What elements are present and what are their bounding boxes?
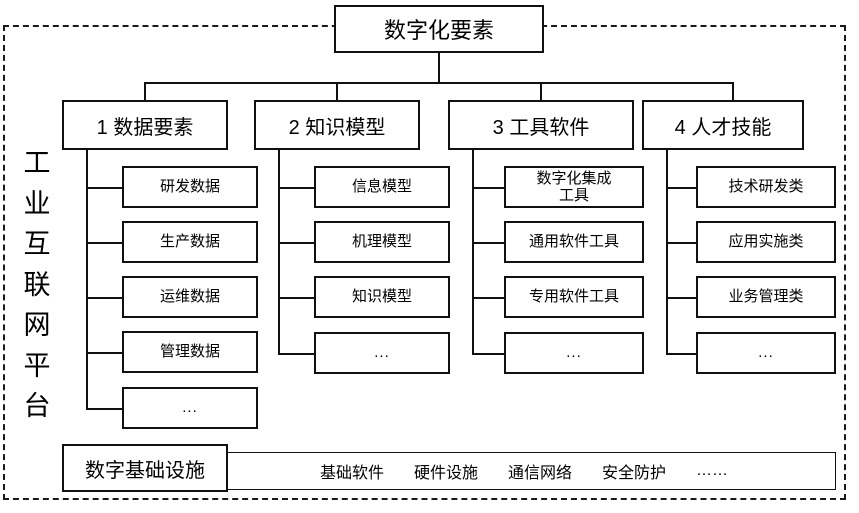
platform-label-char-3: 联: [23, 269, 51, 300]
category-node-1: 1 数据要素: [62, 100, 228, 150]
connector-spine-category-4: [666, 150, 668, 355]
connector-stub-3-1: [472, 187, 504, 189]
sub-node-1-4: 管理数据: [122, 331, 258, 373]
infrastructure-label-box: 数字基础设施: [62, 444, 228, 492]
sub-node-1-1: 研发数据: [122, 166, 258, 208]
root-node-digital-elements: 数字化要素: [334, 5, 544, 53]
platform-vertical-label: 工 业 互 联 网 平 台: [14, 150, 60, 420]
connector-spine-category-3: [472, 150, 474, 355]
connector-stub-4-2: [666, 242, 696, 244]
sub-node-2-2: 机理模型: [314, 221, 450, 263]
connector-stub-3-2: [472, 242, 504, 244]
connector-stub-1-3: [86, 297, 122, 299]
connector-stub-2-1: [278, 187, 314, 189]
sub-node-1-3: 运维数据: [122, 276, 258, 318]
platform-label-char-5: 平: [23, 350, 51, 381]
infrastructure-item-list: 基础软件 硬件设施 通信网络 安全防护 ……: [170, 459, 728, 483]
sub-node-2-4: ...: [314, 332, 450, 374]
connector-stub-1-2: [86, 242, 122, 244]
connector-drop-category-1: [144, 82, 146, 102]
infrastructure-item-4: ……: [696, 462, 729, 479]
connector-drop-category-3: [540, 82, 542, 102]
category-node-2: 2 知识模型: [254, 100, 420, 150]
connector-root-drop: [438, 53, 440, 82]
infrastructure-item-1: 硬件设施: [413, 465, 478, 482]
connector-stub-2-4: [278, 353, 314, 355]
connector-category-bus: [144, 82, 734, 84]
sub-node-3-2: 通用软件工具: [504, 221, 644, 263]
connector-stub-4-3: [666, 297, 696, 299]
sub-node-1-2: 生产数据: [122, 221, 258, 263]
connector-stub-2-2: [278, 242, 314, 244]
platform-label-char-4: 网: [23, 310, 51, 340]
connector-stub-2-3: [278, 297, 314, 299]
sub-node-4-4: ...: [696, 332, 836, 374]
connector-stub-3-3: [472, 297, 504, 299]
sub-node-2-1: 信息模型: [314, 166, 450, 208]
platform-label-char-1: 业: [23, 188, 51, 219]
sub-node-2-3: 知识模型: [314, 276, 450, 318]
sub-node-1-5: ...: [122, 387, 258, 429]
connector-stub-1-5: [86, 408, 122, 410]
infrastructure-item-2: 通信网络: [508, 465, 573, 482]
connector-stub-3-4: [472, 353, 504, 355]
platform-label-char-2: 互: [23, 229, 51, 259]
sub-node-4-2: 应用实施类: [696, 221, 836, 263]
sub-node-4-1: 技术研发类: [696, 166, 836, 208]
connector-stub-4-4: [666, 353, 696, 355]
platform-label-char-0: 工: [23, 148, 51, 178]
connector-stub-1-4: [86, 352, 122, 354]
connector-drop-category-2: [336, 82, 338, 102]
category-node-4: 4 人才技能: [642, 100, 804, 150]
connector-stub-4-1: [666, 187, 696, 189]
infrastructure-item-3: 安全防护: [602, 465, 667, 482]
connector-spine-category-2: [278, 150, 280, 355]
connector-drop-category-4: [732, 82, 734, 102]
sub-node-3-4: ...: [504, 332, 644, 374]
infrastructure-item-0: 基础软件: [319, 465, 384, 482]
sub-node-4-3: 业务管理类: [696, 276, 836, 318]
platform-label-char-6: 台: [23, 391, 51, 421]
connector-stub-1-1: [86, 187, 122, 189]
category-node-3: 3 工具软件: [448, 100, 634, 150]
sub-node-3-3: 专用软件工具: [504, 276, 644, 318]
sub-node-3-1: 数字化集成 工具: [504, 166, 644, 208]
connector-spine-category-1: [86, 150, 88, 410]
